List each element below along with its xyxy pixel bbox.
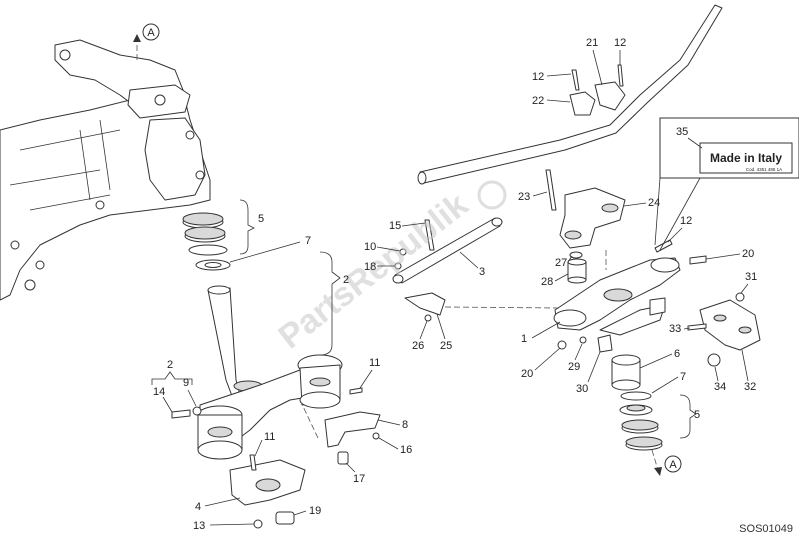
label-text: Made in Italy xyxy=(710,151,782,165)
callout-33: 33 xyxy=(669,323,681,335)
frame-drawing xyxy=(0,39,211,301)
callout-27: 27 xyxy=(555,257,567,269)
watermark: PartsRepublik xyxy=(272,180,507,356)
callout-12-b: 12 xyxy=(532,71,544,83)
callout-5-right: 5 xyxy=(694,409,700,421)
callout-4: 4 xyxy=(195,501,201,513)
callout-14: 14 xyxy=(153,386,165,398)
dashed-connectors xyxy=(299,250,607,439)
callout-5-left: 5 xyxy=(258,213,264,225)
callout-10: 10 xyxy=(364,241,376,253)
upper-triple-clamp xyxy=(553,239,707,353)
callout-34: 34 xyxy=(714,381,726,393)
steering-stem-assembly xyxy=(171,212,381,529)
callout-15: 15 xyxy=(389,220,401,232)
callout-26: 26 xyxy=(412,340,424,352)
callout-a-bottom: A xyxy=(669,459,677,471)
callout-30: 30 xyxy=(576,383,588,395)
callout-11-lower: 11 xyxy=(264,431,275,443)
handlebar xyxy=(417,4,723,185)
steering-damper xyxy=(392,217,503,322)
label-small-text: Cod. 4351 485 1A xyxy=(746,167,782,172)
callout-11-right: 11 xyxy=(369,357,380,369)
callout-1: 1 xyxy=(521,333,527,345)
callout-2-top: 2 xyxy=(343,274,349,286)
callout-29: 29 xyxy=(568,361,580,373)
callout-2-left: 2 xyxy=(167,359,173,371)
callout-7-left: 7 xyxy=(305,235,311,247)
callout-20-right: 20 xyxy=(742,248,754,260)
callout-8: 8 xyxy=(402,419,408,431)
riser-24 xyxy=(545,169,626,284)
callout-6: 6 xyxy=(674,348,680,360)
handlebar-clamps xyxy=(569,64,626,116)
callout-13: 13 xyxy=(193,520,205,532)
reference-arrow-a-top: A xyxy=(133,23,160,60)
callout-labels: 5 7 2 2 14 9 11 11 8 16 17 4 19 1 xyxy=(151,37,757,532)
reference-arrow-a-bottom: A xyxy=(651,449,682,476)
callout-7-right: 7 xyxy=(680,371,686,383)
callout-35: 35 xyxy=(676,126,688,138)
callout-16: 16 xyxy=(400,444,412,456)
callout-31: 31 xyxy=(745,271,757,283)
callout-25: 25 xyxy=(440,340,452,352)
drawing-code: SOS01049 xyxy=(739,523,793,535)
bracket-32 xyxy=(687,292,761,367)
made-in-italy-label-detail: Made in Italy Cod. 4351 485 1A 35 xyxy=(654,117,799,251)
callout-23: 23 xyxy=(518,191,530,203)
callout-a-top: A xyxy=(147,27,155,39)
callout-32: 32 xyxy=(744,381,756,393)
callout-12-a: 12 xyxy=(614,37,626,49)
callout-18: 18 xyxy=(364,261,376,273)
callout-19: 19 xyxy=(309,505,321,517)
callout-24: 24 xyxy=(648,197,660,209)
callout-20-left: 20 xyxy=(521,368,533,380)
callout-28: 28 xyxy=(541,276,553,288)
right-bearing-stack xyxy=(611,354,663,451)
callout-17: 17 xyxy=(353,473,365,485)
callout-9: 9 xyxy=(183,377,189,389)
callout-12-c: 12 xyxy=(680,215,692,227)
callout-3: 3 xyxy=(479,266,485,278)
callout-22: 22 xyxy=(532,95,544,107)
callout-21: 21 xyxy=(586,37,598,49)
